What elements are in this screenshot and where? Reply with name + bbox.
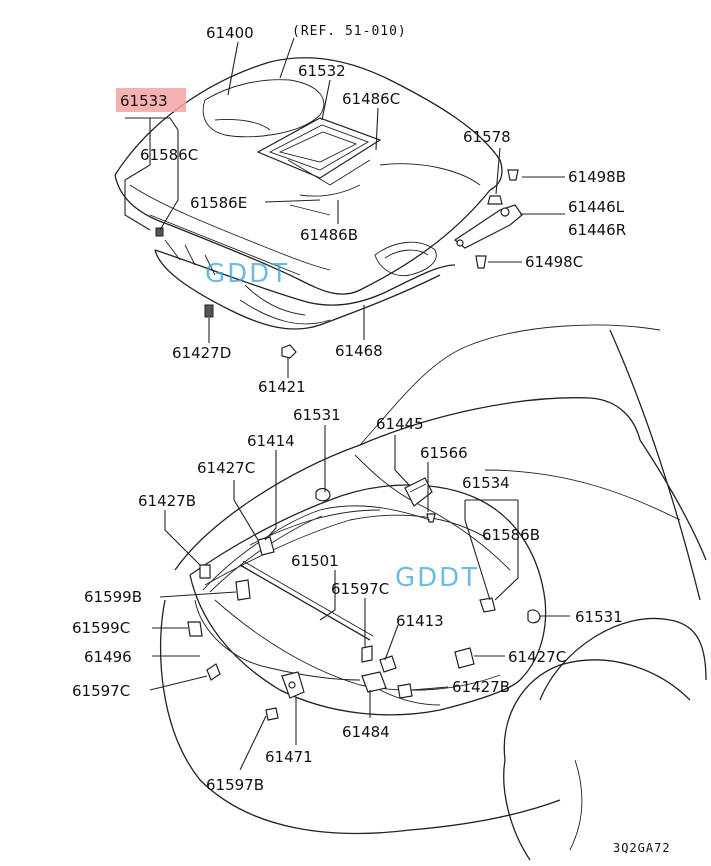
label-61533: 61533 [120, 92, 168, 110]
hood-inner-frame [154, 239, 456, 330]
label-61566: 61566 [420, 444, 468, 462]
label-61531-right: 61531 [575, 608, 623, 626]
label-61446R: 61446R [568, 221, 626, 239]
hood-lower-outline [189, 454, 547, 716]
label-61486C: 61486C [342, 90, 400, 108]
hood-panel [114, 57, 503, 295]
label-61400: 61400 [206, 24, 254, 42]
label-61427B-top: 61427B [138, 492, 196, 510]
label-61413: 61413 [396, 612, 444, 630]
label-61498B: 61498B [568, 168, 626, 186]
label-61427D: 61427D [172, 344, 231, 362]
vehicle-body-outline [159, 324, 707, 861]
top-fasteners [155, 169, 519, 359]
label-61586E: 61586E [190, 194, 247, 212]
watermark-bottom: GDDT [395, 563, 479, 593]
label-61597C-left: 61597C [72, 682, 130, 700]
label-61599B: 61599B [84, 588, 142, 606]
label-61586B: 61586B [482, 526, 540, 544]
leader-lines [124, 37, 570, 771]
label-61501: 61501 [291, 552, 339, 570]
label-61427C-top: 61427C [197, 459, 255, 477]
label-61496: 61496 [84, 648, 132, 666]
watermark-top: GDDT [205, 259, 289, 289]
label-61484: 61484 [342, 723, 390, 741]
lower-parts [187, 477, 541, 721]
highlight-61533 [116, 88, 186, 112]
label-61445: 61445 [376, 415, 424, 433]
label-61427C-right: 61427C [508, 648, 566, 666]
label-61599C: 61599C [72, 619, 130, 637]
label-61578: 61578 [463, 128, 511, 146]
label-61427B-bottom: 61427B [452, 678, 510, 696]
label-61531-top: 61531 [293, 406, 341, 424]
label-61534: 61534 [462, 474, 510, 492]
label-61414: 61414 [247, 432, 295, 450]
label-61486B: 61486B [300, 226, 358, 244]
label-61597C-mid: 61597C [331, 580, 389, 598]
label-61597B: 61597B [206, 776, 264, 794]
hood-hinge [453, 204, 523, 249]
reference-note: (REF. 51-010) [292, 24, 407, 39]
drawing-code: 3Q2GA72 [613, 841, 671, 855]
label-61586C: 61586C [140, 146, 198, 164]
label-61468: 61468 [335, 342, 383, 360]
hood-scoop [256, 117, 382, 216]
label-61421: 61421 [258, 378, 306, 396]
label-61446L: 61446L [568, 198, 625, 216]
label-61471: 61471 [265, 748, 313, 766]
label-61532: 61532 [298, 62, 346, 80]
label-61498C: 61498C [525, 253, 583, 271]
part-labels: 61400 61533 61532 61486C 61586C 61578 61… [72, 24, 626, 794]
